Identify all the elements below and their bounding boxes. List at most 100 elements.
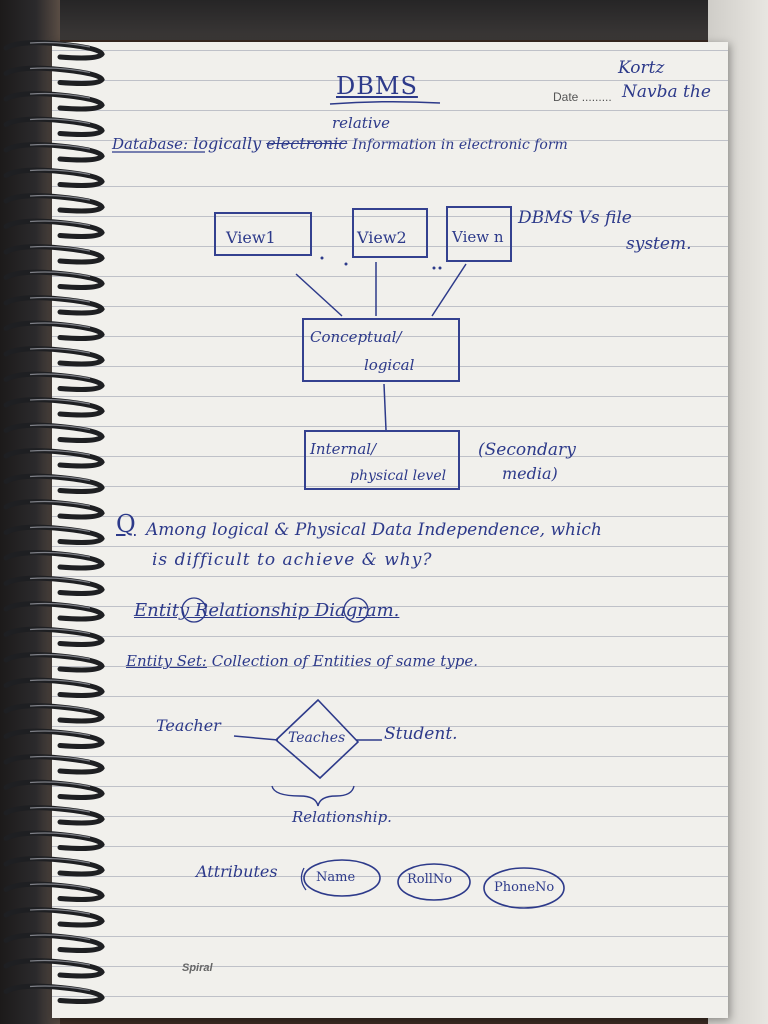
spiral-coil — [3, 167, 105, 188]
spiral-coil-highlight — [29, 118, 91, 125]
definition-struck-word: electronic — [266, 134, 348, 153]
attribute-name: Name — [316, 870, 356, 885]
secondary-media-line1: (Secondary — [478, 440, 576, 460]
entity-set-line: Entity Set: Collection of Entities of sa… — [126, 652, 478, 670]
attribute-rollno-oval — [397, 863, 471, 901]
spiral-coil — [3, 65, 105, 86]
spiral-coil-highlight — [29, 67, 91, 74]
spiral-coil-highlight — [29, 449, 91, 456]
spiral-coil — [3, 218, 105, 239]
spiral-coil-highlight — [29, 271, 91, 278]
spiral-coil-highlight — [29, 296, 91, 303]
spiral-coil-highlight — [29, 373, 91, 380]
spiral-coil-highlight — [29, 526, 91, 533]
attributes-label: Attributes — [196, 862, 278, 881]
date-label: Date ......... — [553, 90, 612, 104]
spiral-coil — [3, 958, 105, 979]
spiral-coil-highlight — [29, 347, 91, 354]
author-name-line1: Kortz — [618, 58, 665, 78]
spiral-coil-highlight — [29, 679, 91, 686]
diagram-note-line2: system. — [626, 234, 692, 254]
spiral-coil-highlight — [29, 755, 91, 762]
spiral-coil-highlight — [29, 857, 91, 864]
er-r-circle — [181, 597, 207, 623]
spiral-coil — [3, 193, 105, 214]
spiral-coil-highlight — [29, 985, 91, 992]
definition-line: Database: logically electronic Informati… — [112, 134, 568, 153]
spiral-coil-highlight — [29, 143, 91, 150]
spiral-coil — [3, 575, 105, 596]
conceptual-label-line2: logical — [364, 356, 415, 374]
spiral-coil-highlight — [29, 883, 91, 890]
spiral-coil — [3, 40, 105, 61]
diagram-note-line1: DBMS Vs file — [518, 208, 632, 228]
relationship-brace — [271, 785, 355, 807]
conceptual-box — [302, 318, 460, 382]
spiral-coil-highlight — [29, 41, 91, 48]
spiral-coil-highlight — [29, 602, 91, 609]
date-dots: ......... — [581, 90, 612, 104]
entity-set-label: Entity Set: — [126, 652, 207, 670]
view1-box — [214, 212, 312, 256]
view-dot-1 — [320, 256, 324, 260]
spiral-coil — [3, 652, 105, 673]
conceptual-label-line1: Conceptual/ — [310, 328, 402, 346]
spiral-coil — [3, 244, 105, 265]
spiral-coil — [3, 754, 105, 775]
spiral-coil — [3, 728, 105, 749]
spiral-coil — [3, 881, 105, 902]
spiral-coil — [3, 550, 105, 571]
attribute-name-oval — [303, 859, 381, 897]
spiral-coil — [3, 397, 105, 418]
spiral-coil-highlight — [29, 730, 91, 737]
definition-text-before: logically — [193, 134, 262, 153]
spiral-coil — [3, 932, 105, 953]
spiral-coil-highlight — [29, 500, 91, 507]
viewn-box — [446, 206, 512, 262]
spiral-coil-highlight — [29, 424, 91, 431]
spiral-binding — [3, 40, 105, 1004]
spiral-coil — [3, 295, 105, 316]
spiral-coil-highlight — [29, 220, 91, 227]
view2-box — [352, 208, 428, 258]
spiral-coil — [3, 91, 105, 112]
spiral-coil-highlight — [29, 959, 91, 966]
spiral-coil — [3, 907, 105, 928]
ruled-lines — [52, 42, 728, 1018]
spiral-coil-highlight — [29, 398, 91, 405]
table-background-top — [0, 0, 768, 40]
spiral-coil — [3, 779, 105, 800]
spiral-coil-highlight — [29, 577, 91, 584]
question-marker: Q — [116, 510, 136, 538]
spiral-coil-highlight — [29, 806, 91, 813]
title-underline — [329, 100, 441, 105]
spiral-coil-highlight — [29, 653, 91, 660]
spiral-coil — [3, 142, 105, 163]
spiral-coil-highlight — [29, 475, 91, 482]
view2-label: View2 — [357, 228, 407, 247]
spiral-coil — [3, 422, 105, 443]
spiral-coil-highlight — [29, 169, 91, 176]
spiral-coil-highlight — [29, 92, 91, 99]
notebook-page — [52, 42, 728, 1018]
entity-set-text: Collection of Entities of same type. — [211, 652, 478, 670]
attributes-bracket — [300, 867, 307, 891]
internal-label-line1: Internal/ — [310, 440, 377, 458]
spiral-coil — [3, 626, 105, 647]
spiral-coil — [3, 601, 105, 622]
view-dot-2 — [344, 262, 348, 266]
spiral-coil — [3, 524, 105, 545]
spiral-coil — [3, 856, 105, 877]
spiral-coil — [3, 703, 105, 724]
spiral-coil-highlight — [29, 832, 91, 839]
spiral-coil — [3, 320, 105, 341]
view1-label: View1 — [226, 228, 276, 247]
definition-text-after: Information in electronic form — [352, 137, 568, 153]
page-title: DBMS — [336, 72, 418, 100]
spiral-coil-highlight — [29, 934, 91, 941]
attribute-rollno: RollNo — [407, 872, 453, 887]
relation-diamond — [274, 698, 360, 780]
internal-label-line2: physical level — [350, 468, 447, 484]
spiral-coil — [3, 346, 105, 367]
